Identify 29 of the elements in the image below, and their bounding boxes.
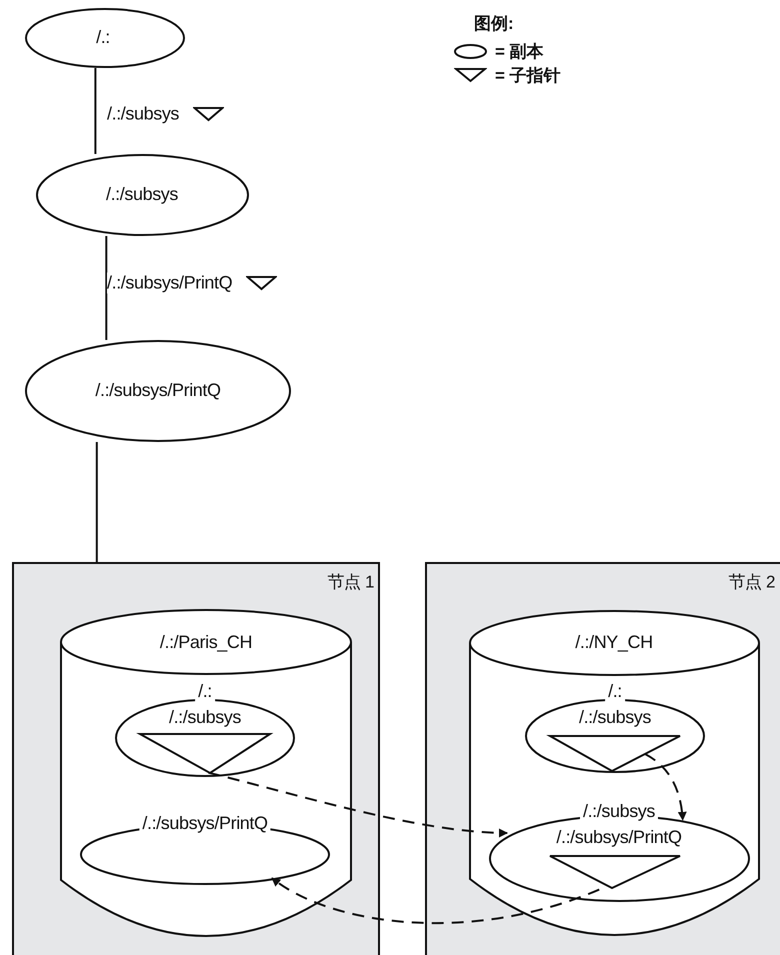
connector-line <box>94 68 96 154</box>
path-name: /.:/subsys <box>580 802 658 822</box>
legend-title: 图例: <box>474 13 514 35</box>
clearinghouse-cylinder <box>60 609 352 937</box>
edge-label: /.:/subsys <box>107 104 180 124</box>
dashed-arrow <box>208 772 508 838</box>
node-label: 节点 2 <box>728 574 775 592</box>
clearinghouse-cylinder <box>469 610 760 936</box>
path-name: /.:/Paris_CH <box>160 633 252 653</box>
connector-line <box>105 236 108 340</box>
path-name: /.: <box>96 28 110 48</box>
dashed-arrow <box>271 877 600 924</box>
edge-label: /.:/subsys/PrintQ <box>107 272 232 294</box>
connector-line <box>96 442 98 562</box>
path-name: /.:/subsys <box>106 185 178 205</box>
replica-ellipse <box>25 340 291 442</box>
path-name: /.:/subsys/PrintQ <box>139 814 271 834</box>
path-name: /.: <box>195 682 215 702</box>
node-panel <box>425 562 780 955</box>
path-name: /.:/NY_CH <box>575 633 653 653</box>
legend-text: = 副本 <box>495 40 544 62</box>
node-label: 节点 1 <box>327 574 374 592</box>
path-name: /.: <box>605 682 625 702</box>
path-name: /.:/subsys/PrintQ <box>95 381 221 401</box>
replica-ellipse <box>36 154 249 236</box>
dashed-arrow <box>644 753 687 821</box>
legend-text: = 子指针 <box>495 64 561 86</box>
node-panel <box>12 562 380 955</box>
replica-ellipse <box>25 8 185 68</box>
